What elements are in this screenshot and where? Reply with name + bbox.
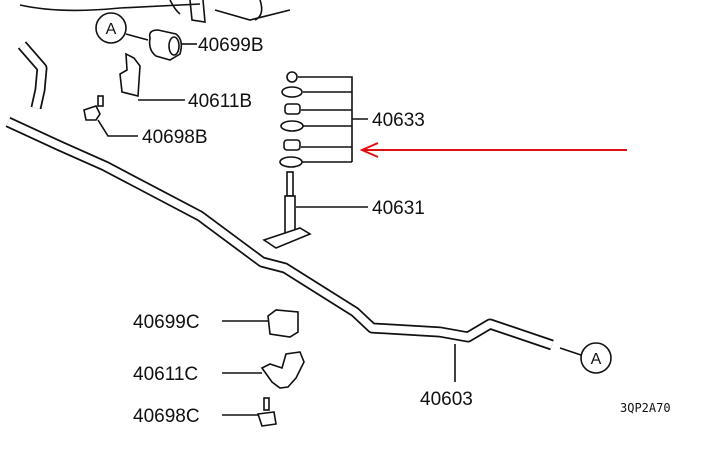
part-40633[interactable]: 40633 xyxy=(279,71,425,168)
reference-marker-a-bottom: A xyxy=(559,342,612,374)
part-40698c[interactable]: 40698C xyxy=(133,397,277,427)
ref-label: A xyxy=(106,21,117,38)
stabilizer-bar[interactable] xyxy=(5,41,554,351)
highlight-arrow xyxy=(359,142,627,158)
part-label: 40603 xyxy=(420,389,473,410)
part-40603-callout: 40603 xyxy=(420,344,473,410)
part-label: 40611C xyxy=(133,364,198,385)
part-label: 40698B xyxy=(142,127,208,148)
ref-label: A xyxy=(591,351,602,368)
vehicle-body-outline xyxy=(19,0,291,23)
part-label: 40633 xyxy=(372,110,425,131)
part-40631[interactable]: 40631 xyxy=(262,171,425,249)
part-label: 40611B xyxy=(188,91,252,112)
part-40611c[interactable]: 40611C xyxy=(133,351,305,389)
part-40699b[interactable]: 40699B xyxy=(148,29,264,61)
part-40699c[interactable]: 40699C xyxy=(133,309,299,338)
part-40698b[interactable]: 40698B xyxy=(83,95,208,148)
part-40611b[interactable]: 40611B xyxy=(119,52,252,112)
reference-marker-a-top: A xyxy=(95,12,149,44)
part-label: 40631 xyxy=(372,198,425,219)
drawing-code: 3QP2A70 xyxy=(620,401,671,415)
part-label: 40699B xyxy=(198,35,264,56)
part-label: 40699C xyxy=(133,312,200,333)
part-label: 40698C xyxy=(133,406,200,427)
